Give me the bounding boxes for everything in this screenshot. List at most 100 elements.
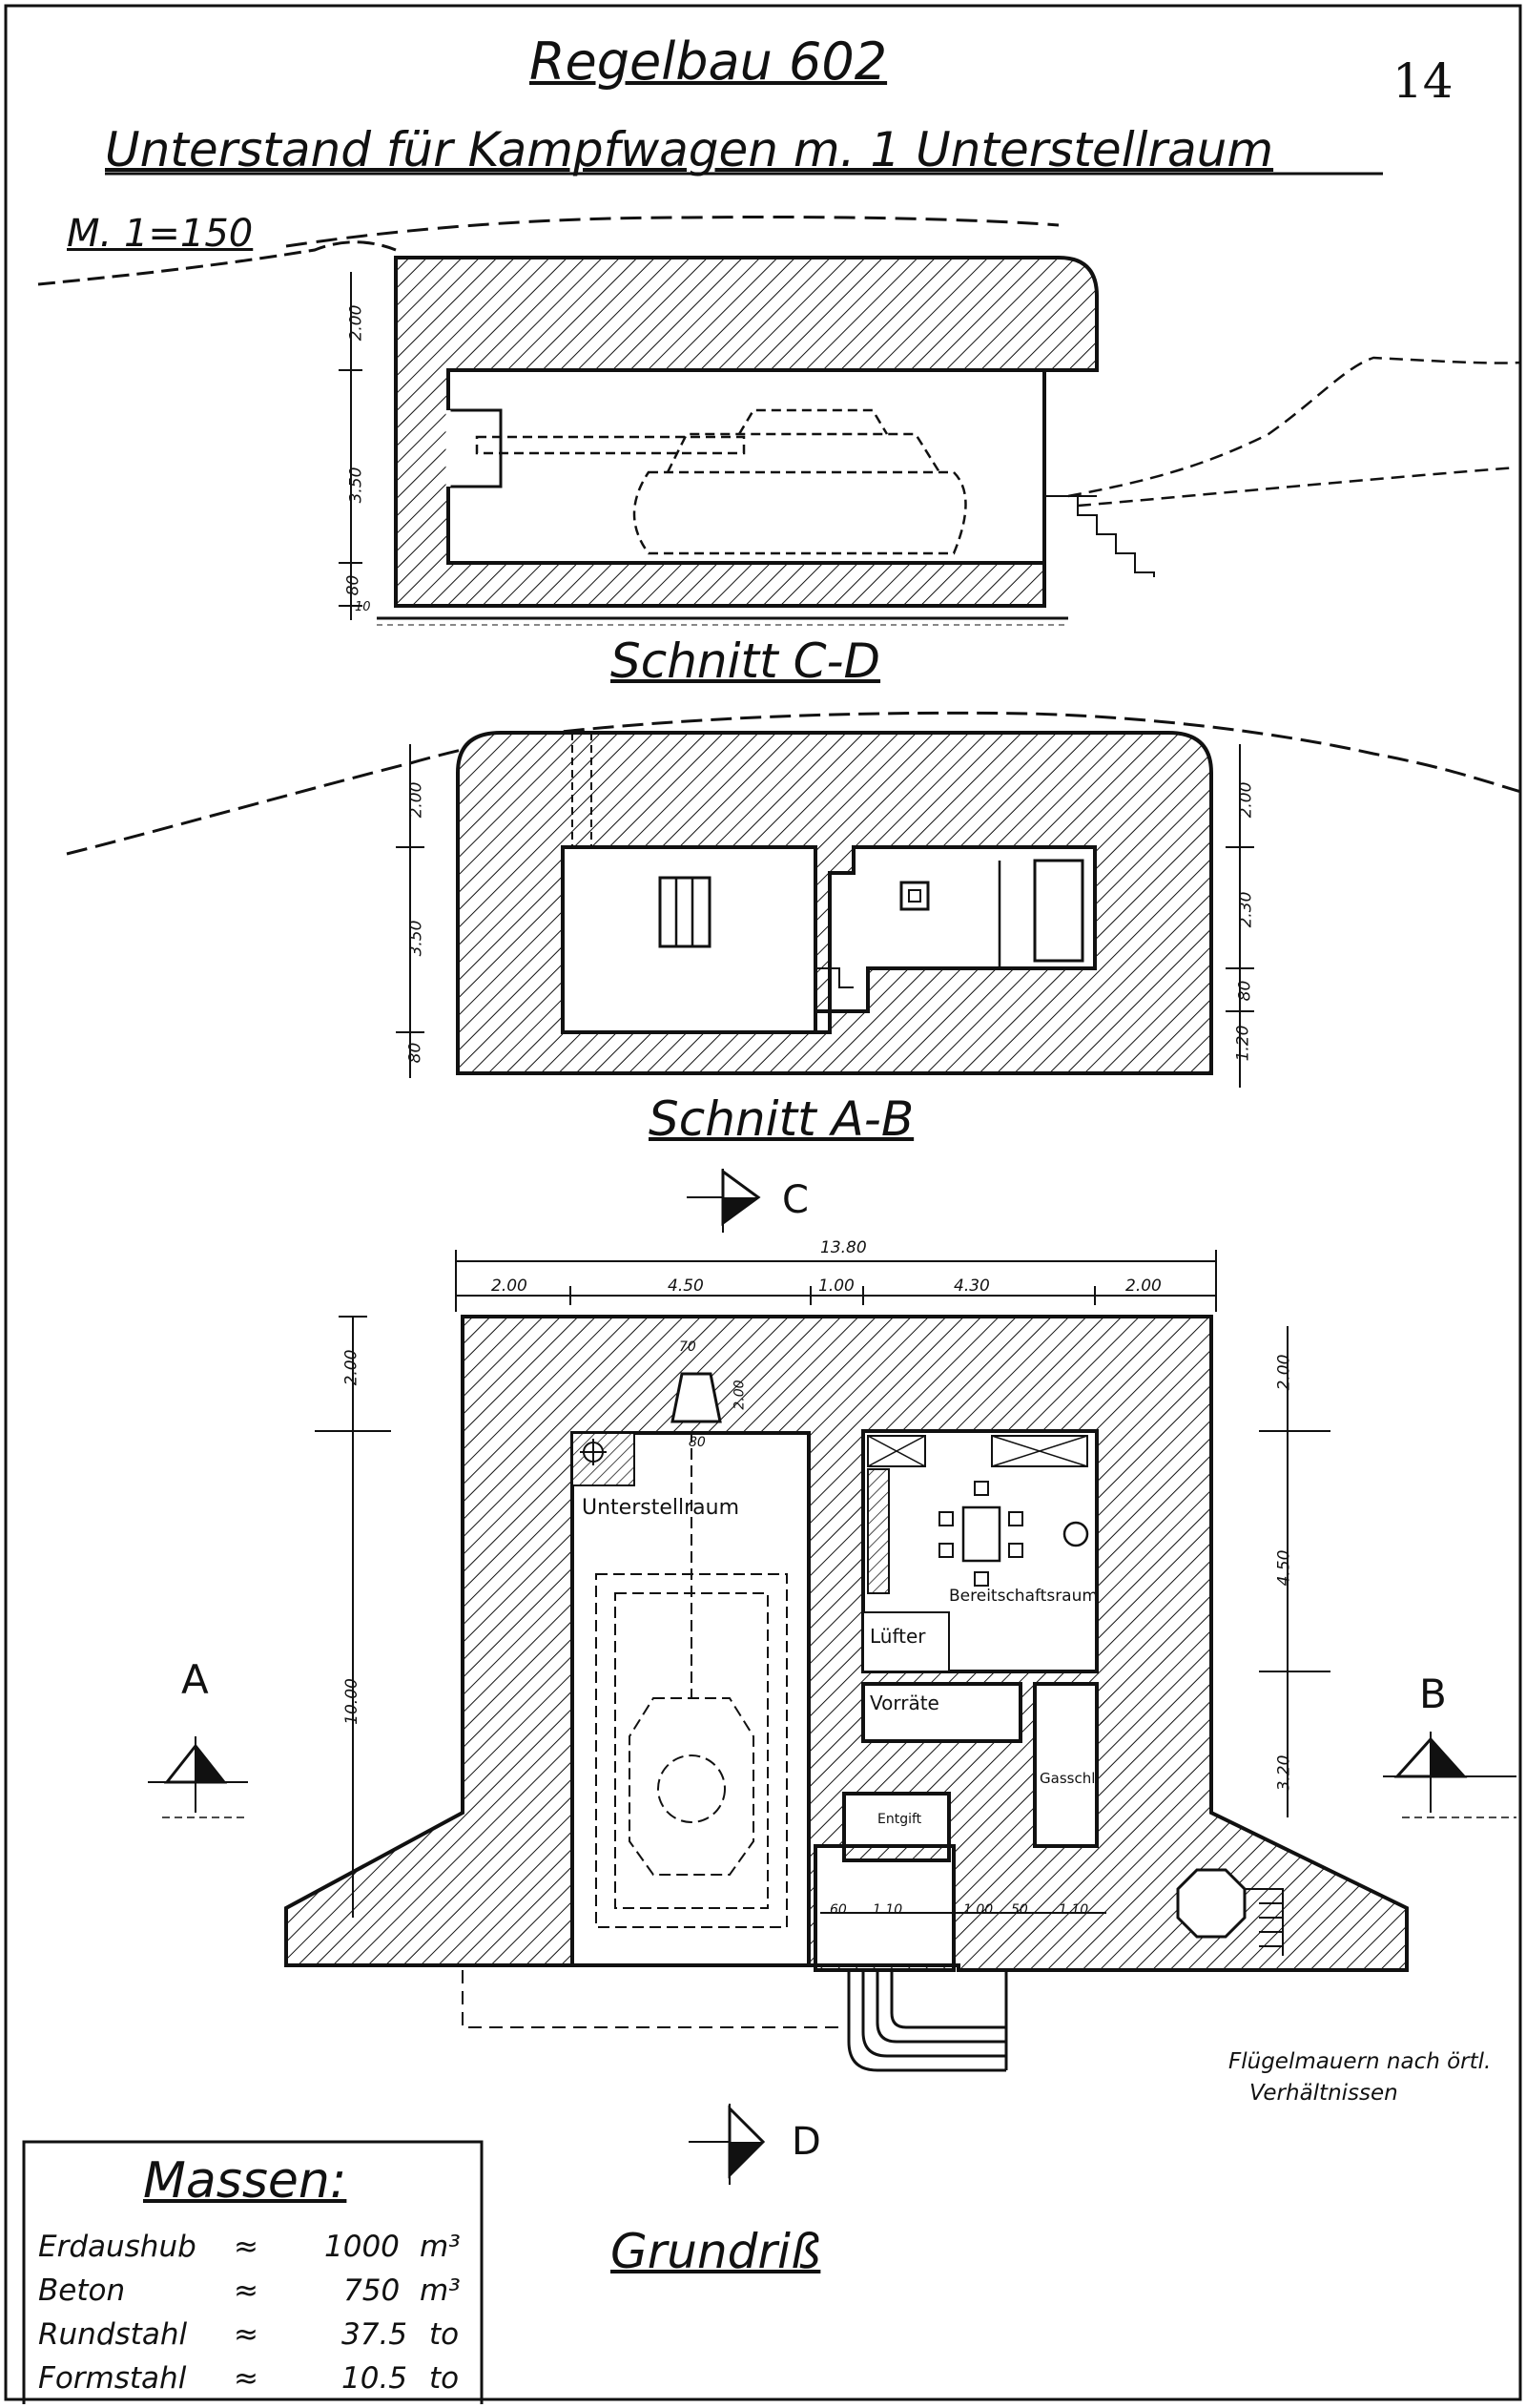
ab-door — [658, 876, 711, 948]
table — [961, 1505, 1001, 1563]
plan-bottom-110-a: 1.10 — [873, 1902, 903, 1918]
ab-right-120: 1.20 — [1233, 1025, 1253, 1062]
plan-bottom-100: 1.00 — [963, 1902, 994, 1918]
wing-walls-note-line2: Verhältnissen — [1249, 2081, 1398, 2106]
masses-approx: ≈ — [234, 2361, 258, 2396]
masses-row: Erdaushub ≈ 1000 m³ — [38, 2232, 477, 2276]
masses-value: 750 — [343, 2273, 401, 2308]
ab-periscope — [571, 733, 592, 847]
terrain-right — [1067, 356, 1522, 498]
marker-c-arrow — [687, 1169, 761, 1233]
wing-walls-note-line1: Flügelmauern nach örtl. — [1228, 2049, 1492, 2074]
ab-bunkbed — [1033, 859, 1084, 963]
plan-total-width: 13.80 — [820, 1238, 867, 1257]
terrain-right-lower — [1077, 466, 1517, 508]
ab-vent-box — [899, 881, 930, 911]
plan-top-450: 4.50 — [668, 1277, 704, 1296]
ab-left-80: 80 — [405, 1042, 425, 1064]
masses-row: Beton ≈ 750 m³ — [38, 2276, 477, 2320]
luefter-box — [862, 1611, 950, 1672]
plan-stairs — [847, 1970, 1008, 2072]
masses-unit: m³ — [420, 2273, 461, 2308]
embrasure-80: 80 — [689, 1435, 706, 1450]
marker-c-label: C — [782, 1178, 809, 1222]
section-cd-label: Schnitt C-D — [610, 633, 881, 689]
drawing-subtitle: Unterstand für Kampfwagen m. 1 Unterstel… — [105, 122, 1274, 177]
masses-unit: m³ — [420, 2230, 461, 2264]
masses-box — [22, 2140, 484, 2404]
masses-label: Formstahl — [38, 2361, 187, 2396]
tank-side-view — [475, 408, 967, 555]
ab-left-350: 3.50 — [406, 920, 426, 957]
room-luefter: Lüfter — [870, 1625, 926, 1648]
stove — [1062, 1521, 1089, 1547]
section-cd-embrasure — [446, 408, 503, 488]
ab-right-200: 2.00 — [1236, 781, 1256, 819]
terrain-top — [285, 215, 1060, 248]
plan-bottom-50: 50 — [1011, 1902, 1028, 1918]
plan-drawing — [284, 1250, 1409, 2072]
sheet-border — [4, 4, 1522, 2401]
masses-label: Rundstahl — [38, 2317, 188, 2352]
room-unterstellraum: Unterstellraum — [582, 1496, 739, 1520]
masses-unit: to — [429, 2361, 460, 2396]
masses-approx: ≈ — [234, 2317, 258, 2352]
sheet-number: 14 — [1392, 53, 1454, 109]
ab-left-200: 2.00 — [406, 781, 426, 819]
room-vorraete: Vorräte — [870, 1692, 939, 1714]
room-entgiftung: Entgift — [877, 1812, 922, 1827]
ab-right-230: 2.30 — [1236, 891, 1256, 928]
side-bunks — [867, 1468, 890, 1594]
masses-unit: to — [429, 2317, 460, 2352]
masses-row: Formstahl ≈ 10.5 to — [38, 2364, 477, 2408]
marker-b-arrow — [1383, 1732, 1516, 1818]
plan-bunker — [284, 1315, 1409, 1972]
plan-right-320: 3.20 — [1274, 1754, 1294, 1792]
masses-label: Erdaushub — [38, 2230, 196, 2264]
embrasure-70: 70 — [679, 1339, 696, 1355]
masses-value: 1000 — [324, 2230, 400, 2264]
section-ab-label: Schnitt A-B — [649, 1091, 915, 1147]
room-bereitschaftsraum: Bereitschaftsraum — [949, 1587, 1098, 1606]
marker-a-arrow — [148, 1736, 248, 1818]
masses-row: Rundstahl ≈ 37.5 to — [38, 2320, 477, 2364]
masses-value: 37.5 — [341, 2317, 408, 2352]
plan-label: Grundriß — [610, 2224, 821, 2279]
plan-embrasure — [670, 1372, 722, 1423]
plan-right-450: 4.50 — [1274, 1549, 1294, 1587]
masses-title: Massen: — [143, 2152, 347, 2210]
ab-terrain-top — [533, 711, 1522, 794]
drawing-title: Regelbau 602 — [529, 31, 888, 92]
section-cd-bunker — [394, 256, 1099, 608]
section-cd-stairs — [1044, 495, 1155, 577]
plan-top-200-left: 2.00 — [491, 1277, 527, 1296]
plan-wing-chamber — [1176, 1868, 1247, 1939]
cd-dim-200: 2.00 — [346, 304, 366, 342]
cd-dim-80: 80 — [343, 574, 363, 596]
masses-table: Erdaushub ≈ 1000 m³ Beton ≈ 750 m³ Runds… — [38, 2232, 477, 2408]
ab-right-80: 80 — [1235, 980, 1255, 1002]
plan-top-100: 1.00 — [818, 1277, 855, 1296]
room-gasschleuse: Gasschl. — [1040, 1770, 1101, 1787]
tank-plan-view — [595, 1431, 788, 1928]
section-cd-drawing — [37, 215, 1522, 626]
marker-d-label: D — [792, 2120, 821, 2164]
masses-label: Beton — [38, 2273, 126, 2308]
terrain-left — [37, 240, 397, 286]
plan-bottom-110-b: 1.10 — [1059, 1902, 1089, 1918]
drawing-scale: M. 1=150 — [67, 212, 254, 256]
cd-dim-350: 3.50 — [346, 467, 366, 504]
plan-top-430: 4.30 — [954, 1277, 990, 1296]
plan-right-200: 2.00 — [1274, 1354, 1294, 1391]
embrasure-200: 2.00 — [732, 1380, 748, 1410]
marker-d-arrow — [689, 2104, 766, 2185]
section-ab-bunker — [456, 731, 1213, 1075]
masses-approx: ≈ — [234, 2230, 258, 2264]
plan-top-200-right: 2.00 — [1125, 1277, 1162, 1296]
plan-bottom-60: 60 — [830, 1902, 847, 1918]
marker-b-label: B — [1419, 1671, 1447, 1717]
cd-dim-10: 10 — [355, 600, 371, 614]
masses-approx: ≈ — [234, 2273, 258, 2308]
